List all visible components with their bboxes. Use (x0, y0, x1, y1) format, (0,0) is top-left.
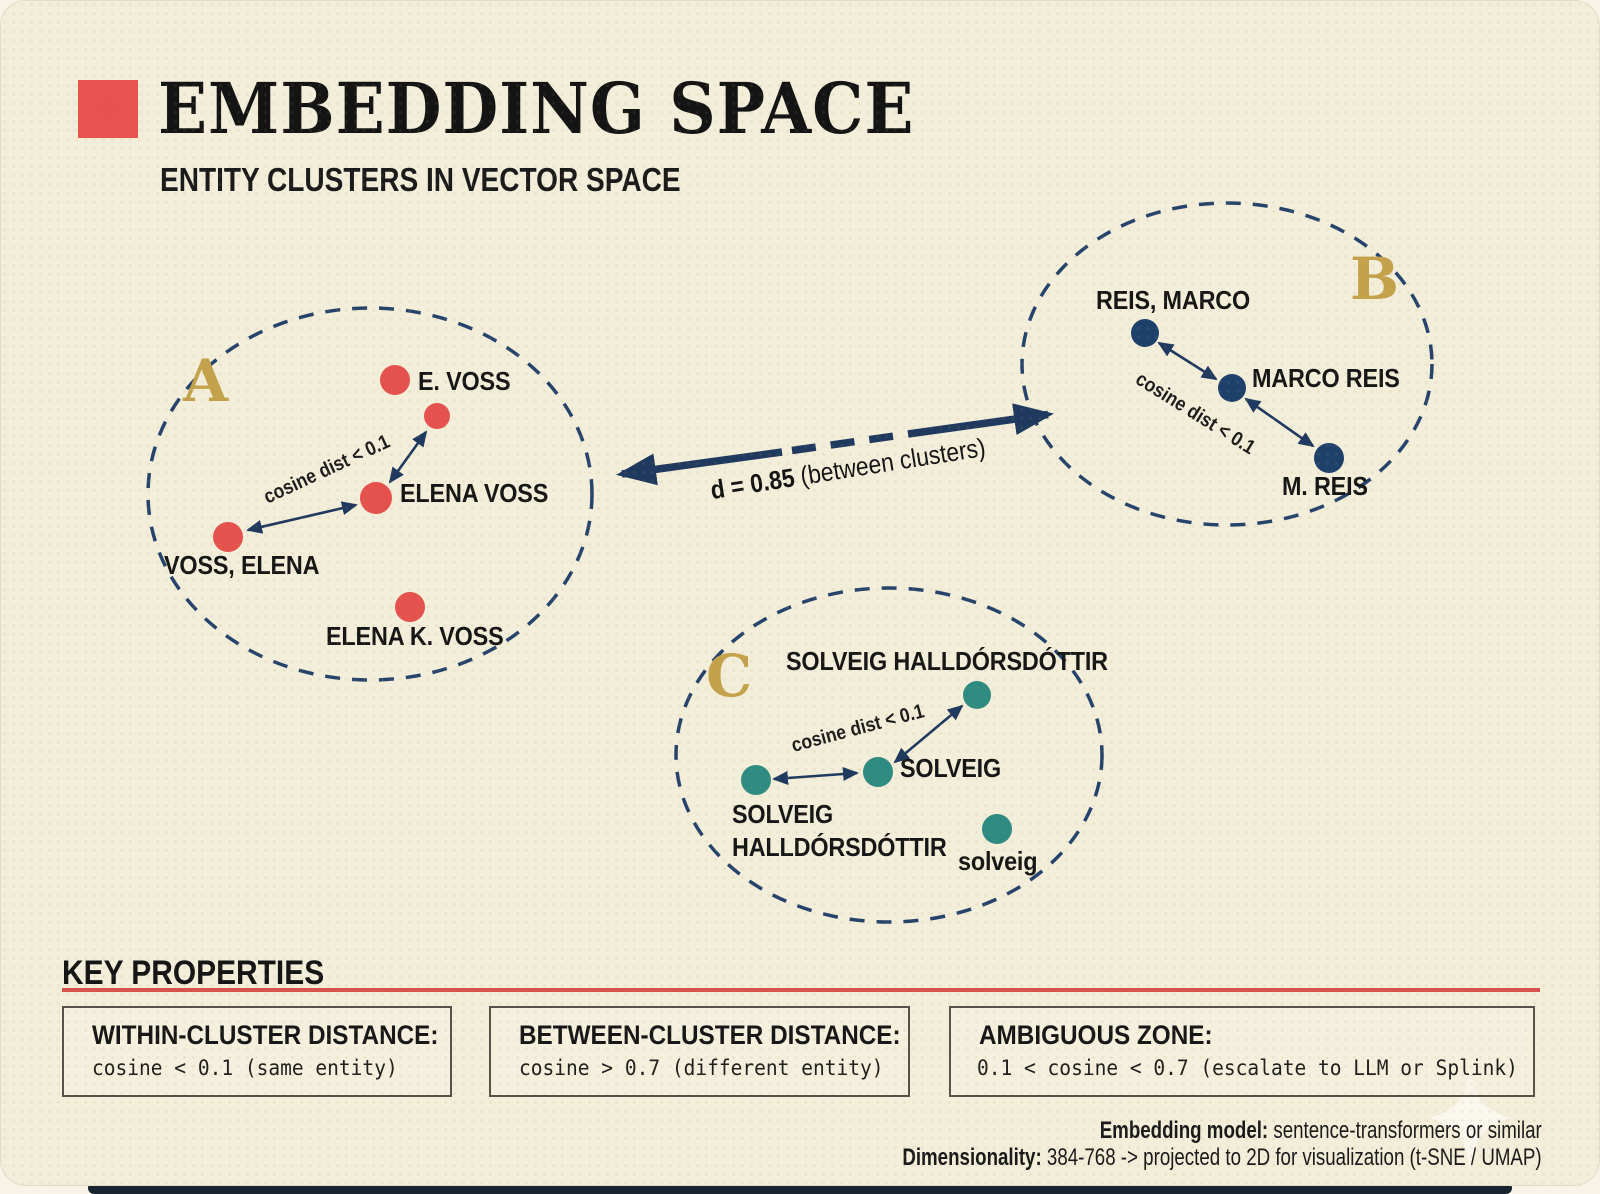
within-cluster-distance-value: cosine < 0.1 (same entity) (92, 1056, 398, 1080)
key-properties-heading: KEY PROPERTIES (62, 954, 325, 992)
label-solveig: SOLVEIG (900, 753, 1002, 783)
title-accent-square (78, 80, 138, 138)
cluster-a-boundary (146, 306, 594, 682)
page-title: EMBEDDING SPACE (158, 67, 915, 150)
label-marco-reis: MARCO REIS (1252, 363, 1400, 393)
point-elena-k-voss (395, 592, 425, 622)
label-line-1: SOLVEIG (732, 799, 834, 829)
point-solveig (863, 757, 893, 787)
label-solveig-halldorsdottir-top: SOLVEIG HALLDÓRSDÓTTIR (786, 646, 1108, 676)
arrow-c-solveig-up (893, 704, 964, 764)
footer-dimensionality: Dimensionality: 384-768 -> projected to … (903, 1146, 1542, 1170)
label-solveig-lower: solveig (958, 846, 1038, 876)
point-reis-marco (1131, 319, 1159, 347)
footer-embedding-model-value: sentence-transformers or similar (1268, 1117, 1542, 1144)
point-elena-voss (360, 482, 392, 514)
between-cluster-distance-box: BETWEEN-CLUSTER DISTANCE: cosine > 0.7 (… (489, 1006, 910, 1097)
footer-embedding-model: Embedding model: sentence-transformers o… (1100, 1119, 1542, 1143)
point-marco-reis (1218, 374, 1246, 402)
between-cluster-distance-title: BETWEEN-CLUSTER DISTANCE: (519, 1020, 901, 1050)
arrow-a-elena-up (388, 430, 428, 484)
footer-dimensionality-label: Dimensionality: (902, 1144, 1043, 1171)
label-solveig-halldorsdottir-left: SOLVEIG HALLDÓRSDÓTTIR (732, 798, 947, 863)
page-subtitle: ENTITY CLUSTERS IN VECTOR SPACE (160, 161, 681, 198)
between-clusters-arrow-dashes (791, 431, 899, 455)
ambiguous-zone-title: AMBIGUOUS ZONE: (979, 1020, 1213, 1050)
ambiguous-zone-value: 0.1 < cosine < 0.7 (escalate to LLM or S… (977, 1056, 1518, 1080)
point-m-reis (1314, 443, 1344, 473)
cluster-b-letter: B (1350, 245, 1400, 313)
footer-dimensionality-value: 384-768 -> projected to 2D for visualiza… (1042, 1144, 1542, 1171)
cluster-b-boundary (1020, 201, 1434, 527)
arrow-c-left-solveig (772, 767, 859, 785)
arrow-b-reis-marco (1157, 341, 1218, 381)
between-clusters-arrow-right (907, 403, 1054, 438)
point-e-voss (380, 365, 410, 395)
point-solveig-halldorsdottir-left (741, 765, 771, 795)
point-solveig-halldorsdottir-top (963, 681, 991, 709)
between-cluster-distance-value: cosine > 0.7 (different entity) (519, 1056, 884, 1080)
sparkle-watermark (1430, 1066, 1510, 1172)
cluster-c-boundary (674, 586, 1104, 924)
label-elena-voss: ELENA VOSS (400, 478, 549, 508)
label-m-reis: M. REIS (1282, 471, 1368, 501)
ambiguous-zone-box: AMBIGUOUS ZONE: 0.1 < cosine < 0.7 (esca… (949, 1006, 1535, 1097)
label-e-voss: E. VOSS (418, 366, 511, 396)
point-voss-elena (213, 522, 243, 552)
label-voss-elena: VOSS, ELENA (164, 550, 320, 580)
within-cluster-distance-title: WITHIN-CLUSTER DISTANCE: (92, 1020, 439, 1050)
label-elena-k-voss: ELENA K. VOSS (326, 621, 504, 651)
within-cluster-distance-box: WITHIN-CLUSTER DISTANCE: cosine < 0.1 (s… (62, 1006, 452, 1097)
arrow-a-voss-elena (246, 501, 358, 534)
cluster-c-letter: C (706, 642, 753, 710)
label-reis-marco: REIS, MARCO (1096, 285, 1251, 315)
point-unlabeled-a (424, 403, 450, 429)
key-properties-rule (62, 988, 1540, 992)
point-solveig-lower (982, 814, 1012, 844)
cluster-a-letter: A (183, 347, 229, 415)
label-line-2: HALLDÓRSDÓTTIR (732, 831, 947, 862)
between-clusters-arrow-left (616, 448, 783, 486)
arrow-b-marco-mreis (1244, 397, 1315, 448)
footer-embedding-model-label: Embedding model: (1099, 1117, 1269, 1144)
